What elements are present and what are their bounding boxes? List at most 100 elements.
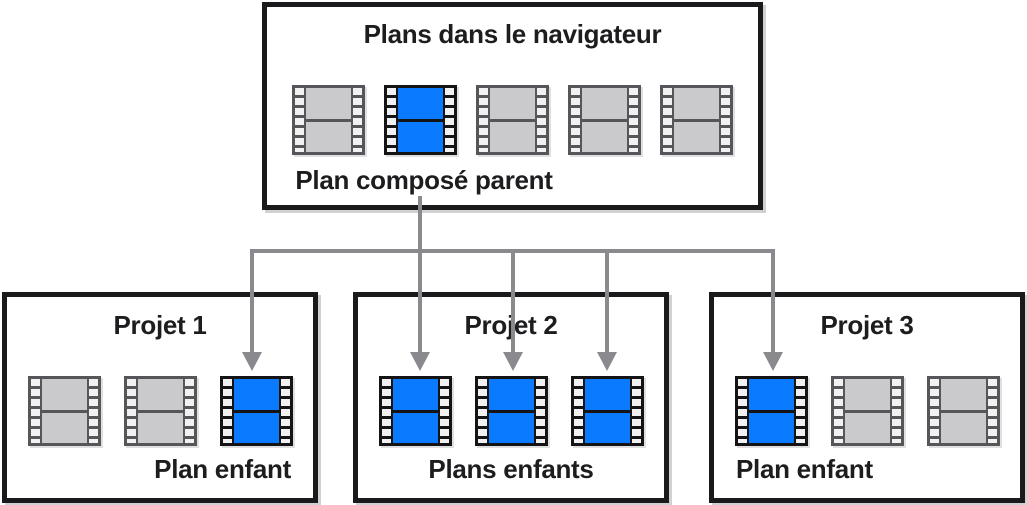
clip-frames: [582, 88, 627, 152]
sprocket-holes: [795, 379, 805, 443]
project-box-3: Projet 3 Plan enfant: [709, 292, 1025, 503]
filmstrip-clip-icon-gray: [830, 376, 904, 446]
filmstrip-clip-icon-blue: [219, 376, 293, 446]
project-box-1: Projet 1 Plan enfant: [2, 292, 318, 503]
project-2-child-label: Plans enfants: [428, 454, 594, 484]
sprocket-holes: [353, 88, 362, 152]
clip-frame: [488, 412, 534, 443]
clip-frame: [233, 379, 279, 410]
clip-frame: [41, 379, 87, 410]
clip-frame: [490, 88, 535, 119]
project-1-child-label: Plan enfant: [154, 454, 291, 484]
clip-frame: [582, 121, 627, 152]
arrow-down-icon: [242, 352, 262, 371]
clip-frames: [748, 379, 794, 443]
clip-frames: [398, 88, 443, 152]
browser-box-title: Plans dans le navigateur: [363, 19, 662, 49]
parent-stem-line: [418, 196, 422, 354]
clip-frame: [306, 121, 351, 152]
sprocket-holes: [479, 88, 488, 152]
clip-frame: [398, 88, 443, 119]
sprocket-holes: [537, 88, 546, 152]
filmstrip-clip-icon-gray: [27, 376, 101, 446]
arrow-line-project3: [771, 250, 775, 352]
sprocket-holes: [126, 379, 136, 443]
clip-frames: [584, 379, 630, 443]
sprocket-holes: [987, 379, 997, 443]
clip-frame: [392, 379, 438, 410]
clip-frames: [137, 379, 183, 443]
sprocket-holes: [184, 379, 194, 443]
filmstrip-clip-icon-blue: [474, 376, 548, 446]
clip-frame: [584, 412, 630, 443]
arrow-line-project2-right: [605, 250, 609, 352]
filmstrip-clip-icon-blue: [570, 376, 644, 446]
clip-frame: [584, 379, 630, 410]
clip-frame: [940, 412, 986, 443]
filmstrip-clip-icon-gray: [660, 85, 733, 155]
clip-frames: [674, 88, 719, 152]
clip-frames: [940, 379, 986, 443]
sprocket-holes: [891, 379, 901, 443]
sprocket-holes: [833, 379, 843, 443]
clip-frame: [306, 88, 351, 119]
sprocket-holes: [439, 379, 449, 443]
filmstrip-clip-icon-blue: [734, 376, 808, 446]
clip-frame: [137, 379, 183, 410]
sprocket-holes: [571, 88, 580, 152]
sprocket-holes: [381, 379, 391, 443]
sprocket-holes: [721, 88, 730, 152]
filmstrip-clip-icon-gray: [476, 85, 549, 155]
clip-frames: [233, 379, 279, 443]
clip-frame: [582, 88, 627, 119]
sprocket-holes: [295, 88, 304, 152]
clip-frame: [233, 412, 279, 443]
arrow-down-icon: [503, 352, 523, 371]
clip-frames: [488, 379, 534, 443]
clip-frames: [844, 379, 890, 443]
sprocket-holes: [629, 88, 638, 152]
filmstrip-clip-icon-gray: [926, 376, 1000, 446]
sprocket-holes: [30, 379, 40, 443]
sprocket-holes: [88, 379, 98, 443]
filmstrip-clip-icon-gray: [123, 376, 197, 446]
clip-frame: [844, 412, 890, 443]
sprocket-holes: [663, 88, 672, 152]
arrow-line-project2-mid: [511, 250, 515, 352]
clip-frame: [674, 88, 719, 119]
filmstrip-clip-icon-gray: [568, 85, 641, 155]
arrow-down-icon: [763, 352, 783, 371]
sprocket-holes: [573, 379, 583, 443]
clip-frame: [940, 379, 986, 410]
sprocket-holes: [222, 379, 232, 443]
sprocket-holes: [929, 379, 939, 443]
sprocket-holes: [280, 379, 290, 443]
project-box-2: Projet 2 Plans enfants: [353, 292, 669, 503]
sprocket-holes: [387, 88, 396, 152]
clip-frame: [844, 379, 890, 410]
browser-clips-row: [267, 85, 758, 155]
sprocket-holes: [445, 88, 454, 152]
clip-frame: [392, 412, 438, 443]
clip-frame: [488, 379, 534, 410]
sprocket-holes: [631, 379, 641, 443]
clip-frame: [748, 379, 794, 410]
sprocket-holes: [477, 379, 487, 443]
clip-frames: [306, 88, 351, 152]
sprocket-holes: [737, 379, 747, 443]
clip-frames: [41, 379, 87, 443]
project-3-child-label: Plan enfant: [736, 454, 873, 484]
clip-frame: [490, 121, 535, 152]
clip-frame: [41, 412, 87, 443]
project-1-clips-row: [7, 376, 313, 446]
project-3-title: Projet 3: [820, 310, 914, 340]
clip-frame: [398, 121, 443, 152]
browser-box: Plans dans le navigateur Plan composé pa…: [262, 2, 763, 210]
clip-frames: [392, 379, 438, 443]
parent-clip-label: Plan composé parent: [295, 165, 553, 195]
clip-frames: [490, 88, 535, 152]
project-1-title: Projet 1: [113, 310, 207, 340]
filmstrip-clip-icon-blue: [384, 85, 457, 155]
arrow-down-icon: [597, 352, 617, 371]
